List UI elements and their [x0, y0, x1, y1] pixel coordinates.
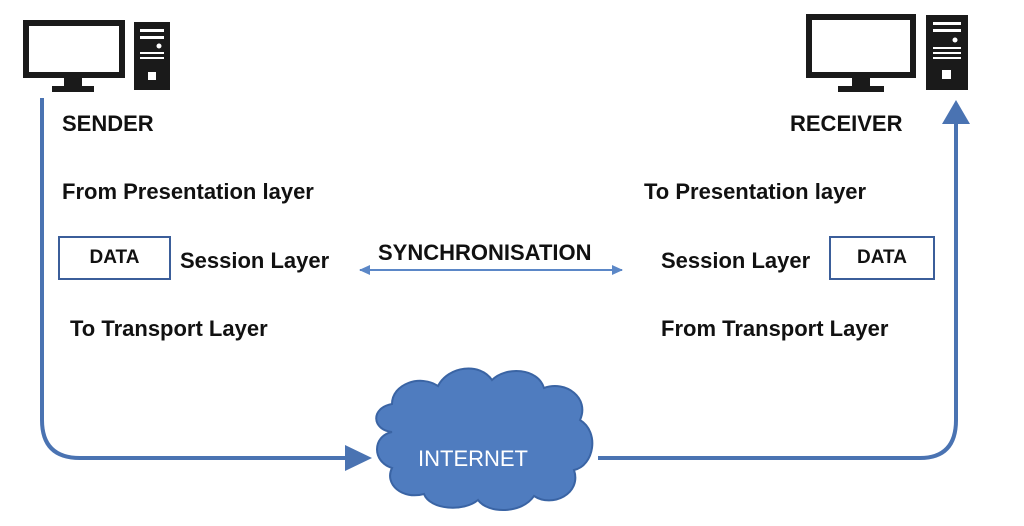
receiver-from-transport-label: From Transport Layer [661, 316, 889, 341]
synchronisation-label: SYNCHRONISATION [378, 240, 592, 265]
receiver-to-presentation-label: To Presentation layer [644, 179, 867, 204]
sender-to-internet-arrowhead [345, 445, 372, 471]
sender-flow-line [40, 98, 350, 460]
sender-to-transport-label: To Transport Layer [70, 316, 268, 341]
receiver-flow-line [598, 120, 958, 460]
sender-from-presentation-label: From Presentation layer [62, 179, 314, 204]
sender-computer-icon [23, 20, 170, 92]
sender-session-layer-label: Session Layer [180, 248, 330, 273]
receiver-arrowhead-up [942, 100, 970, 124]
receiver-title: RECEIVER [790, 111, 903, 136]
receiver-data-box: DATA [829, 236, 935, 280]
receiver-computer-icon [806, 14, 968, 92]
sender-title: SENDER [62, 111, 154, 136]
internet-label: INTERNET [418, 446, 528, 471]
internet-cloud-icon [375, 367, 594, 512]
receiver-session-layer-label: Session Layer [661, 248, 811, 273]
sender-data-box: DATA [58, 236, 171, 280]
